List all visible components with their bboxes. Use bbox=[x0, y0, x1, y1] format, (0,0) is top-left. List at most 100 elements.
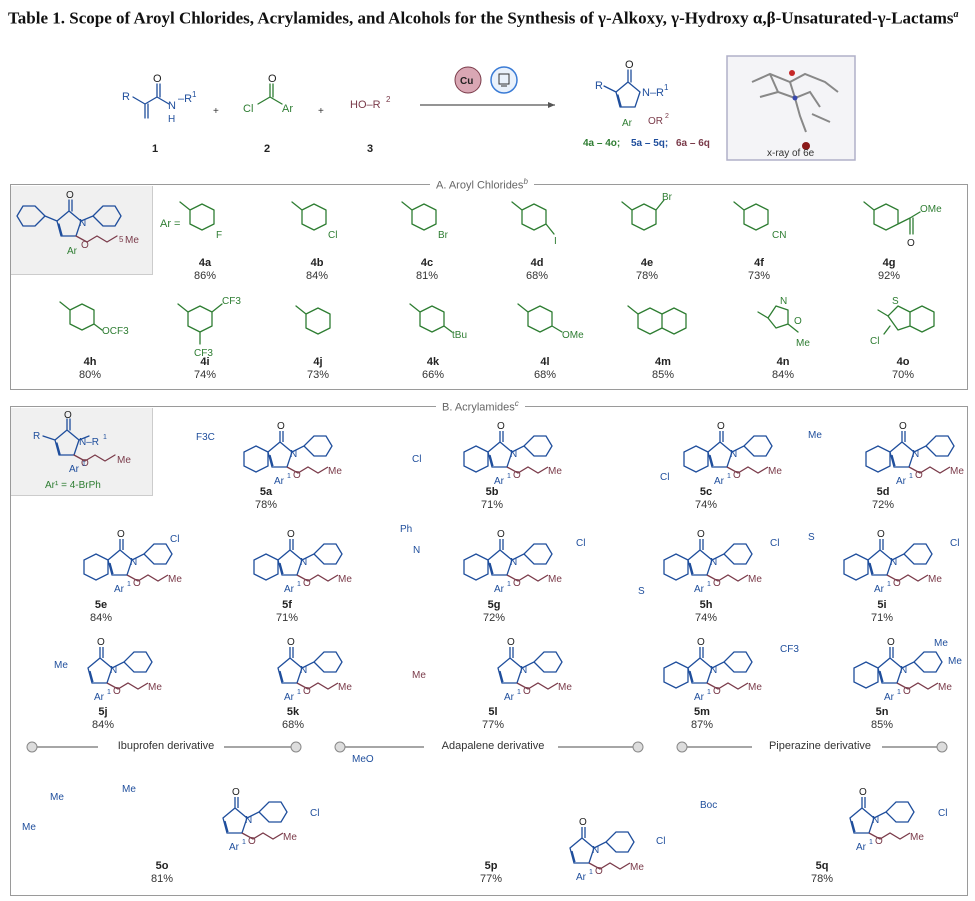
label-5q-cl: Cl bbox=[938, 808, 947, 819]
compound-yield: 71% bbox=[275, 612, 299, 624]
compound-id: 5l bbox=[488, 706, 498, 718]
svg-text:OR: OR bbox=[648, 116, 663, 127]
product-range-6: 6a – 6q bbox=[676, 138, 710, 149]
label-5p-cl: Cl bbox=[656, 836, 665, 847]
section-a-template bbox=[11, 186, 153, 275]
compound-yield: 72% bbox=[871, 499, 895, 511]
ibuprofen-derivative-label: Ibuprofen derivative bbox=[117, 740, 215, 752]
reagent-3-label: 3 bbox=[367, 143, 373, 155]
compound-id: 5b bbox=[485, 486, 499, 498]
section-a-row1-structures: F Cl Br I Br CN OMe O bbox=[179, 192, 942, 249]
svg-text:O: O bbox=[907, 238, 915, 249]
svg-text:N: N bbox=[780, 296, 787, 307]
compound-yield: 80% bbox=[78, 369, 102, 381]
compound-yield: 66% bbox=[421, 369, 445, 381]
compound-id: 4k bbox=[426, 356, 440, 368]
sub-4e: Br bbox=[662, 192, 673, 203]
compound-yield: 68% bbox=[281, 719, 305, 731]
svg-text:O: O bbox=[81, 240, 89, 251]
compound-id: 4i bbox=[200, 356, 210, 368]
template-r: R bbox=[33, 431, 40, 442]
label-5l-me: Me bbox=[412, 670, 426, 681]
label-5p-meo: MeO bbox=[352, 754, 374, 765]
svg-text:N–R: N–R bbox=[642, 87, 664, 99]
sub-4d: I bbox=[554, 236, 557, 247]
svg-text:CF3: CF3 bbox=[780, 644, 799, 655]
plus-1: + bbox=[213, 106, 219, 117]
label-5j-me: Me bbox=[54, 660, 68, 671]
compound-id: 4g bbox=[882, 257, 896, 269]
compound-yield: 81% bbox=[415, 270, 439, 282]
compound-yield: 78% bbox=[810, 873, 834, 885]
section-a-footnote: b bbox=[523, 177, 528, 186]
compound-id: 4e bbox=[640, 257, 654, 269]
svg-text:O: O bbox=[625, 59, 634, 71]
label-5i-s: S bbox=[808, 532, 815, 543]
label-5c-cl: Cl bbox=[660, 472, 669, 483]
compound-yield: 92% bbox=[877, 270, 901, 282]
svg-text:S: S bbox=[892, 296, 899, 307]
compound-yield: 81% bbox=[150, 873, 174, 885]
compound-id: 5j bbox=[98, 706, 108, 718]
ar1-definition: Ar¹ = 4-BrPh bbox=[45, 480, 101, 491]
sub-4f: CN bbox=[772, 230, 786, 241]
svg-text:Ar: Ar bbox=[622, 118, 633, 129]
section-a-label-text: A. Aroyl Chlorides bbox=[436, 179, 524, 192]
svg-text:O: O bbox=[64, 410, 72, 421]
label-5q-boc: Boc bbox=[700, 800, 717, 811]
compound-id: 4c bbox=[420, 257, 434, 269]
svg-text:1: 1 bbox=[103, 434, 107, 441]
svg-text:R: R bbox=[595, 80, 603, 92]
adapalene-derivative-label: Adapalene derivative bbox=[441, 740, 545, 752]
compound-id: 4n bbox=[776, 356, 790, 368]
svg-text:N: N bbox=[168, 100, 176, 112]
compound-yield: 73% bbox=[306, 369, 330, 381]
table-title: Table 1. Scope of Aroyl Chlorides, Acryl… bbox=[8, 4, 968, 29]
table-title-footnote: a bbox=[953, 9, 959, 20]
compound-id: 4b bbox=[310, 257, 324, 269]
compound-id: 5n bbox=[875, 706, 889, 718]
compound-id: 5m bbox=[694, 706, 710, 718]
sub-4c: Br bbox=[438, 230, 449, 241]
compound-yield: 74% bbox=[694, 499, 718, 511]
sub-4h: OCF3 bbox=[102, 326, 129, 337]
compound-yield: 77% bbox=[479, 873, 503, 885]
compound-yield: 85% bbox=[870, 719, 894, 731]
section-b-template bbox=[11, 408, 153, 496]
compound-yield: 73% bbox=[747, 270, 771, 282]
compound-yield: 74% bbox=[694, 612, 718, 624]
compound-id: 5h bbox=[699, 599, 713, 611]
xray-caption: x-ray of 6e bbox=[767, 148, 815, 159]
sub-4o: Cl bbox=[870, 336, 879, 347]
compound-yield: 85% bbox=[651, 369, 675, 381]
label-5g-n: N bbox=[413, 545, 420, 556]
compound-id: 5d bbox=[876, 486, 890, 498]
compound-yield: 78% bbox=[254, 499, 278, 511]
svg-text:Me: Me bbox=[125, 235, 139, 246]
compound-id: 5a bbox=[259, 486, 273, 498]
section-b-label: B. Acrylamidesc bbox=[436, 399, 525, 414]
compound-yield: 68% bbox=[525, 270, 549, 282]
label-5o-me: Me bbox=[50, 792, 64, 803]
label-5i-cl: Cl bbox=[950, 538, 959, 549]
compound-yield: 71% bbox=[870, 612, 894, 624]
